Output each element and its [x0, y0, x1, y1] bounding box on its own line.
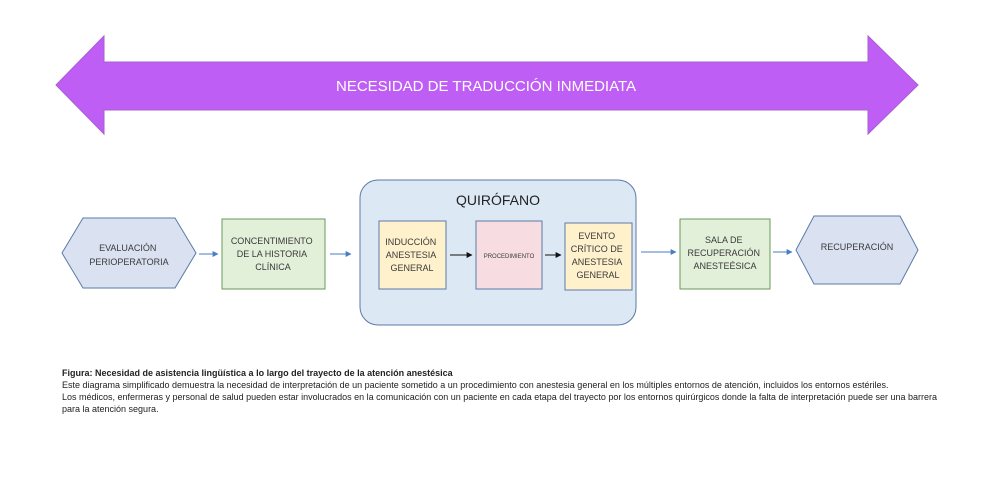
- evaluacion-hexagon: [61, 217, 197, 289]
- recuperacion-label: RECUPERACIÓN: [821, 242, 894, 252]
- stage-evaluacion: EVALUACIÓN PERIOPERATORIA: [61, 217, 197, 289]
- sala-label: SALA DE RECUPERACIÓN ANESTEÉSICA: [687, 235, 762, 271]
- stage-procedimiento: PROCEDIMIENTO: [475, 220, 543, 290]
- caption-line-2: Los médicos, enfermeras y personal de sa…: [62, 392, 938, 414]
- patient-journey-diagram: NECESIDAD DE TRADUCCIÓN INMEDIATA QUIRÓF…: [55, 34, 919, 326]
- sala-box: [679, 218, 771, 290]
- procedimiento-label: PROCEDIMIENTO: [484, 254, 535, 260]
- figure-caption: Figura: Necesidad de asistencia lingüíst…: [62, 367, 942, 415]
- stage-sala-recuperacion: SALA DE RECUPERACIÓN ANESTEÉSICA: [679, 218, 771, 290]
- caption-line-1: Este diagrama simplificado demuestra la …: [62, 380, 889, 390]
- consentimiento-box: [221, 218, 326, 290]
- evento-label: EVENTO CRÍTICO DE ANESTESIA GENERAL: [571, 231, 626, 280]
- quirofano-title: QUIRÓFANO: [456, 192, 540, 208]
- stage-induccion: INDUCCIÓN ANESTESIA GENERAL: [378, 220, 447, 290]
- evento-box: [564, 222, 633, 291]
- stage-evento-critico: EVENTO CRÍTICO DE ANESTESIA GENERAL: [564, 222, 633, 291]
- recuperacion-hexagon: [795, 215, 919, 285]
- stage-recuperacion: RECUPERACIÓN: [795, 215, 919, 285]
- consentimiento-label: CONCENTIMIENTO DE LA HISTORIA CLÍNICA: [231, 236, 315, 272]
- banner-text: NECESIDAD DE TRADUCCIÓN INMEDIATA: [336, 78, 636, 95]
- double-arrow-shape: [55, 34, 919, 136]
- evaluacion-label: EVALUACIÓN PERIOPERATORIA: [89, 243, 168, 267]
- induccion-label: INDUCCIÓN ANESTESIA GENERAL: [385, 237, 439, 273]
- procedimiento-box: [475, 220, 543, 290]
- induccion-box: [378, 220, 447, 290]
- caption-title: Figura: Necesidad de asistencia lingüíst…: [62, 368, 453, 378]
- stage-consentimiento: CONCENTIMIENTO DE LA HISTORIA CLÍNICA: [221, 218, 326, 290]
- translation-need-banner: NECESIDAD DE TRADUCCIÓN INMEDIATA: [55, 34, 919, 136]
